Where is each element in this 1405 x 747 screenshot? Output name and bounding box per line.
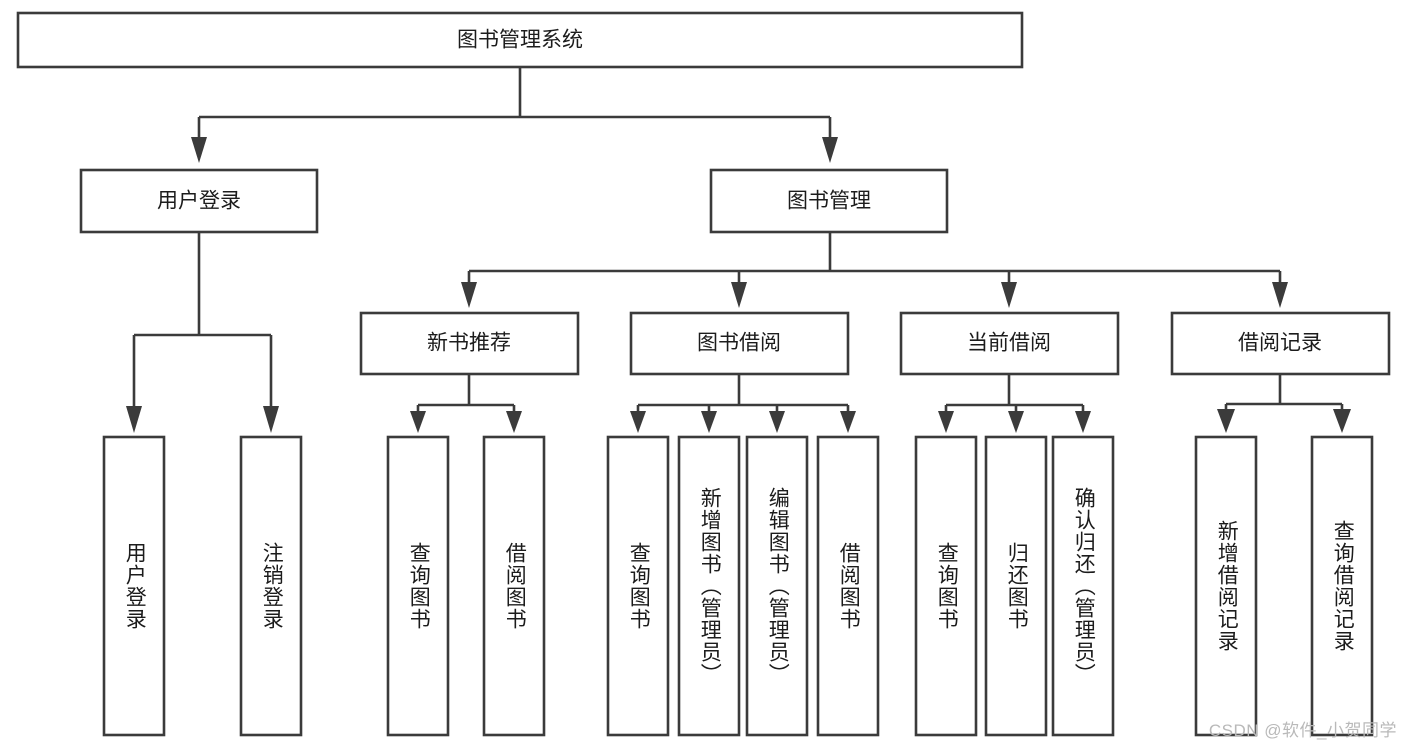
connector-group-user-login — [126, 232, 279, 433]
arrow-head-leaf-query-borrow-record — [1333, 409, 1351, 433]
leaf-box-query-book-rec[interactable] — [386, 435, 450, 737]
leaf-box-query-book-cb[interactable] — [914, 435, 978, 737]
arrow-head-leaf-edit-book-admin — [769, 411, 785, 433]
node-user-login[interactable]: 用户登录 — [79, 168, 319, 234]
node-current-borrow-label: 当前借阅 — [967, 332, 1051, 355]
leaf-box-edit-book-admin[interactable] — [745, 435, 809, 737]
arrow-head-book-manage — [822, 137, 838, 163]
node-book-manage-box — [709, 168, 949, 234]
leaf-box-add-borrow-record[interactable] — [1194, 435, 1258, 737]
connector-group-book-manage — [461, 232, 1288, 308]
arrow-head-leaf-add-book-admin — [701, 411, 717, 433]
connector-group-borrow-record — [1217, 374, 1351, 433]
watermark-text: CSDN @软件_小贺同学 — [1208, 721, 1397, 740]
node-book-manage[interactable]: 图书管理 — [709, 168, 949, 234]
arrow-head-user-login — [191, 137, 207, 163]
arrow-head-leaf-add-borrow-record — [1217, 409, 1235, 433]
node-root-label: 图书管理系统 — [457, 29, 583, 52]
node-book-borrow-box — [629, 311, 850, 376]
arrow-head-leaf-query-book-bb — [630, 411, 646, 433]
arrow-head-current-borrow — [1001, 282, 1017, 308]
node-current-borrow[interactable]: 当前借阅 — [899, 311, 1120, 376]
connector-group-new-book-recommend — [410, 374, 522, 433]
leaf-box-add-book-admin[interactable] — [677, 435, 741, 737]
arrow-head-leaf-query-book-rec — [410, 411, 426, 433]
arrow-head-leaf-query-book-cb — [938, 411, 954, 433]
leaf-box-group — [102, 435, 1374, 737]
node-borrow-record-label: 借阅记录 — [1238, 332, 1322, 355]
leaf-box-borrow-book-rec[interactable] — [482, 435, 546, 737]
node-book-manage-label: 图书管理 — [787, 190, 871, 213]
node-new-book-recommend[interactable]: 新书推荐 — [359, 311, 580, 376]
connector-group-root — [191, 67, 838, 163]
node-root[interactable]: 图书管理系统 — [16, 11, 1024, 69]
leaf-box-query-book-bb[interactable] — [606, 435, 670, 737]
connector-group-book-borrow — [630, 374, 856, 433]
arrow-head-borrow-record — [1272, 282, 1288, 308]
leaf-box-user-login[interactable] — [102, 435, 166, 737]
connector-group-current-borrow — [938, 374, 1091, 433]
node-new-book-recommend-label: 新书推荐 — [427, 332, 511, 355]
leaf-box-borrow-book-bb[interactable] — [816, 435, 880, 737]
node-user-login-label: 用户登录 — [157, 190, 241, 213]
node-book-borrow-label: 图书借阅 — [697, 332, 781, 355]
leaf-box-query-borrow-record[interactable] — [1310, 435, 1374, 737]
node-new-book-recommend-box — [359, 311, 580, 376]
node-borrow-record-box — [1170, 311, 1391, 376]
arrow-head-leaf-user-login — [126, 406, 142, 433]
leaf-box-confirm-return-admin[interactable] — [1051, 435, 1115, 737]
arrow-head-leaf-borrow-book-bb — [840, 411, 856, 433]
arrow-head-book-borrow — [731, 282, 747, 308]
leaf-box-logout[interactable] — [239, 435, 303, 737]
arrow-head-new-book-recommend — [461, 282, 477, 308]
arrow-head-leaf-confirm-return-admin — [1075, 411, 1091, 433]
node-root-box — [16, 11, 1024, 69]
leaf-box-return-book[interactable] — [984, 435, 1048, 737]
node-current-borrow-box — [899, 311, 1120, 376]
arrow-head-leaf-logout — [263, 406, 279, 433]
node-borrow-record[interactable]: 借阅记录 — [1170, 311, 1391, 376]
node-user-login-box — [79, 168, 319, 234]
node-book-borrow[interactable]: 图书借阅 — [629, 311, 850, 376]
arrow-head-leaf-borrow-book-rec — [506, 411, 522, 433]
arrow-head-leaf-return-book — [1008, 411, 1024, 433]
